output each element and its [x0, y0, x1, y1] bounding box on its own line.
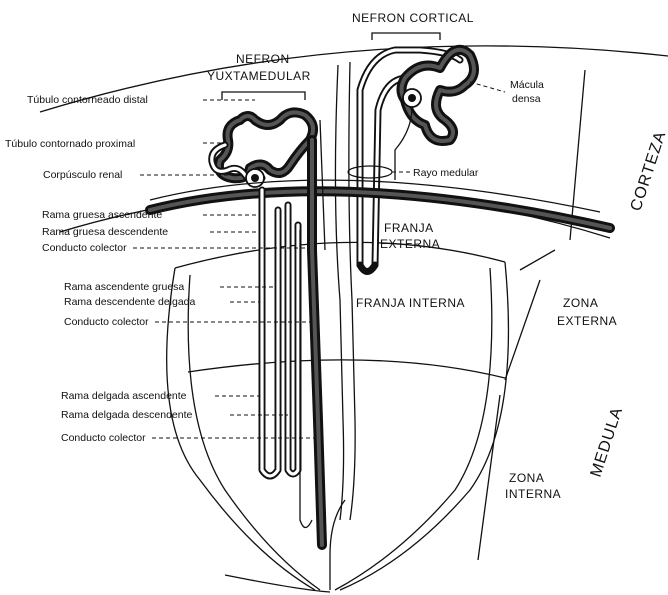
pyramid-outer — [167, 268, 315, 590]
yuxta-glomerulus-core — [251, 174, 259, 182]
zone-brace-interna — [478, 395, 500, 560]
region-zona-interna-2: INTERNA — [505, 487, 561, 501]
cortical-glomerulus-core — [408, 94, 416, 102]
label-tubulo-proximal: Túbulo contornado proximal — [5, 138, 135, 150]
label-corpusculo: Corpúsculo renal — [43, 169, 122, 181]
label-rayo-medular: Rayo medular — [413, 167, 479, 179]
label-rama-asc-gruesa: Rama ascendente gruesa — [64, 281, 184, 293]
label-macula-2: densa — [512, 93, 541, 105]
zone-boundary — [188, 360, 505, 378]
label-rama-delgada-desc: Rama delgada descendente — [61, 409, 193, 421]
cortical-collecting-duct-2 — [349, 62, 355, 520]
pyramid-outer-right — [340, 262, 508, 590]
label-rama-delgada-asc: Rama delgada ascendente — [61, 390, 187, 402]
region-franja-interna: FRANJA INTERNA — [356, 296, 465, 310]
leader-macula — [470, 82, 505, 92]
label-conducto-3: Conducto colector — [61, 432, 146, 444]
yuxta-vessel-right — [320, 120, 325, 250]
label-rama-gruesa-asc: Rama gruesa ascendente — [42, 209, 162, 221]
region-corteza: CORTEZA — [628, 129, 668, 213]
cortical-loop-bottom — [360, 265, 375, 272]
pyramid-inner-right — [335, 268, 492, 590]
region-zona-externa-1: ZONA — [563, 296, 598, 310]
label-conducto-2: Conducto colector — [64, 316, 149, 328]
stripe-boundary — [175, 242, 505, 268]
label-conducto-1: Conducto colector — [42, 242, 127, 254]
header-nefron-yuxta-2: YUXTAMEDULAR — [207, 69, 311, 83]
region-medula: MEDULA — [588, 405, 627, 479]
bracket-cortical — [372, 33, 440, 40]
region-franja-externa-2: EXTERNA — [380, 237, 440, 251]
bracket-yuxta — [222, 92, 305, 100]
corteza-brace — [570, 70, 585, 240]
cortical-collecting-duct — [335, 65, 343, 520]
header-nefron-cortical: NEFRON CORTICAL — [352, 11, 474, 25]
header-nefron-yuxta-1: NEFRON — [236, 52, 290, 66]
label-rama-desc-delgada: Rama descendente delgada — [64, 296, 196, 308]
yuxta-loop-1 — [262, 190, 278, 476]
region-franja-externa-1: FRANJA — [384, 221, 434, 235]
rayo-medular-marker — [348, 166, 392, 178]
region-zona-externa-2: EXTERNA — [557, 314, 617, 328]
zone-brace-externa — [505, 250, 555, 380]
label-macula-1: Mácula — [510, 79, 544, 91]
label-tubulo-distal: Túbulo contorneado distal — [27, 94, 148, 106]
label-rama-gruesa-desc: Rama gruesa descendente — [42, 226, 168, 238]
papilla-center — [330, 500, 345, 590]
region-zona-interna-1: ZONA — [509, 471, 544, 485]
